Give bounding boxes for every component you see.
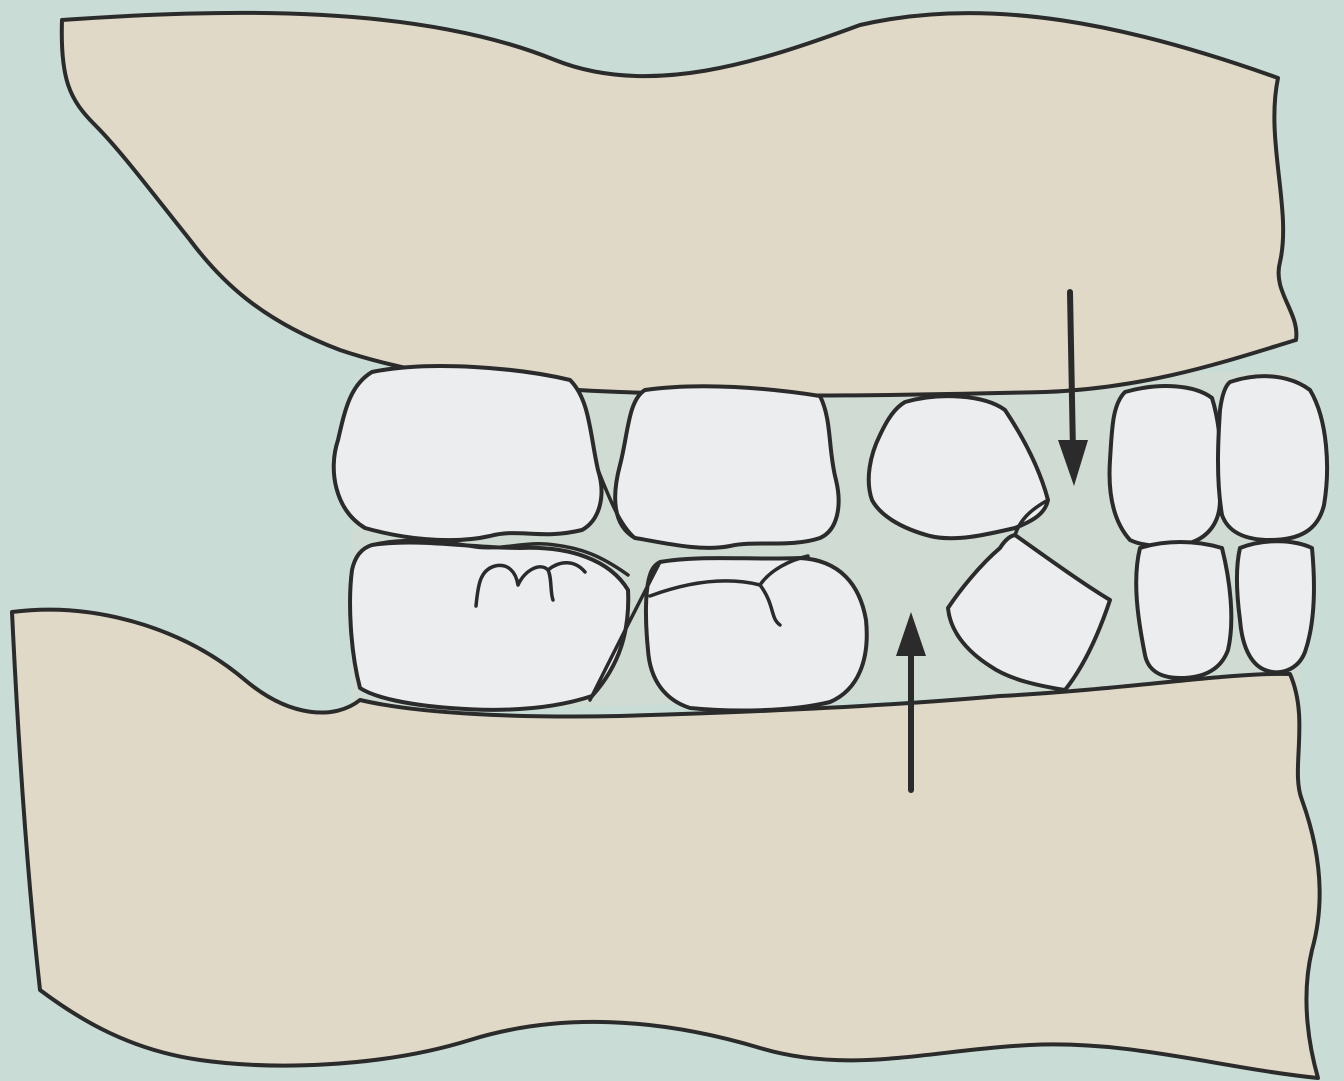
upper-molar-1 — [334, 366, 602, 540]
lower-canine — [1136, 542, 1231, 678]
upper-canine — [1110, 386, 1222, 546]
lower-incisor — [1237, 541, 1314, 672]
upper-molar-2 — [615, 386, 838, 548]
upper-incisor — [1218, 376, 1327, 540]
lower-molar-2 — [646, 558, 867, 710]
